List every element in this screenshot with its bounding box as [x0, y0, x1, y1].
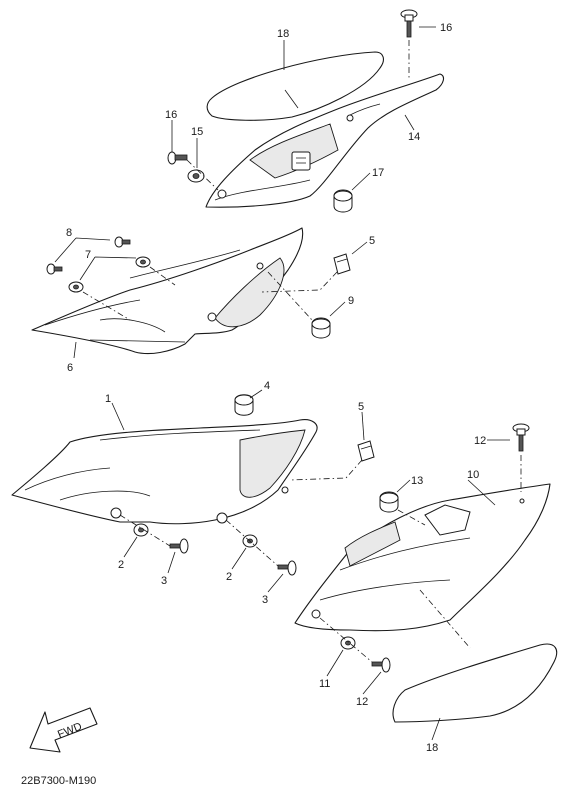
- callout-3-right: 3: [262, 594, 268, 606]
- side-cover-1: [11, 419, 318, 525]
- callout-2-right: 2: [226, 571, 232, 583]
- washer-11: [340, 636, 356, 650]
- clip-5-bottom: [357, 440, 375, 462]
- screw-3-left: [169, 538, 189, 554]
- callout-11: 11: [319, 678, 330, 690]
- screw-12-bottom: [371, 657, 391, 673]
- callout-12-top: 12: [474, 435, 486, 447]
- diagram-code: 22B7300-M190: [21, 775, 97, 787]
- callout-18-top: 18: [277, 28, 289, 40]
- callout-16-left: 16: [165, 109, 177, 121]
- callout-3-left: 3: [161, 575, 167, 587]
- callout-18-bottom: 18: [426, 742, 438, 754]
- callout-10: 10: [467, 469, 479, 481]
- grommet-4: [234, 394, 254, 416]
- callout-1: 1: [105, 393, 111, 405]
- callout-4: 4: [264, 380, 270, 392]
- forward-arrow-icon: FWD: [29, 707, 98, 753]
- callout-8: 8: [66, 227, 72, 239]
- bolt-16-top: [400, 9, 418, 38]
- grommet-7-left: [68, 281, 84, 293]
- callout-13: 13: [411, 475, 423, 487]
- callout-15: 15: [191, 126, 203, 138]
- callout-17: 17: [372, 167, 384, 179]
- grommet-9: [311, 317, 331, 339]
- callout-9: 9: [348, 295, 354, 307]
- grommet-7-right: [135, 256, 151, 268]
- seat-pad-bottom: [392, 643, 558, 723]
- screw-3-right: [277, 560, 297, 576]
- callout-numbers: 18 16 14 16 15 17 8 7 5 9 6 1 4 5 12 10 …: [66, 22, 486, 754]
- bolt-16-left: [167, 151, 188, 165]
- bolt-12-top: [512, 423, 530, 452]
- callout-7: 7: [85, 249, 91, 261]
- callout-16-top: 16: [440, 22, 452, 34]
- bolt-8-right: [114, 236, 131, 248]
- callout-2-left: 2: [118, 559, 124, 571]
- washer-2-left: [133, 523, 149, 537]
- callout-14: 14: [408, 131, 420, 143]
- seat-pad-top: [206, 51, 384, 121]
- rear-side-cover-14: [205, 73, 445, 208]
- callout-5-middle: 5: [369, 235, 375, 247]
- grommet-13: [379, 491, 399, 513]
- side-cover-10: [294, 483, 551, 632]
- leader-lines: [54, 26, 510, 741]
- clip-5-middle: [333, 253, 351, 275]
- bolt-8-left: [46, 263, 63, 275]
- callout-5-bottom: 5: [358, 401, 364, 413]
- callout-12-bottom: 12: [356, 696, 368, 708]
- callout-6: 6: [67, 362, 73, 374]
- grommet-15: [187, 169, 205, 183]
- grommet-17: [333, 189, 353, 213]
- side-cover-6: [31, 227, 304, 355]
